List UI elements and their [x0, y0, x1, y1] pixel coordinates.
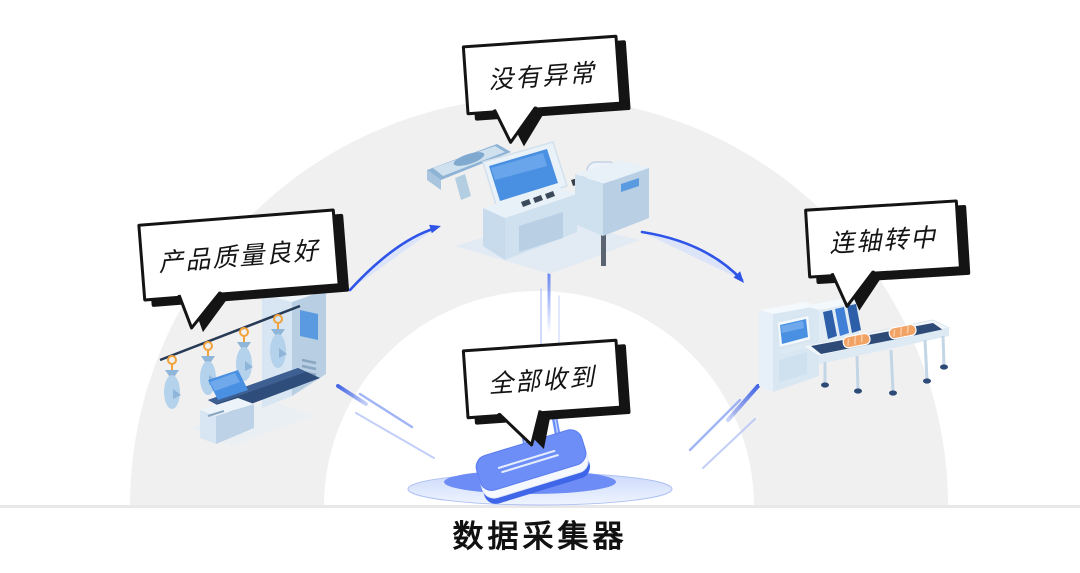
speech-bubble-tail: [830, 269, 886, 311]
left-signal-streaks: [336, 384, 435, 459]
page-title: 数据采集器: [452, 519, 628, 554]
hanging-fish: [236, 327, 253, 381]
terminal-station: [200, 370, 254, 444]
conveyor-legs: [823, 335, 946, 393]
fish-hanging-line-machine: [159, 282, 326, 446]
speech-bubble-right: 连轴转中: [804, 199, 962, 311]
left-curved-arrow: [348, 224, 441, 292]
output-slot: [621, 178, 639, 192]
salmon-piece: [842, 332, 871, 349]
speech-bubble-tail: [492, 105, 548, 147]
router-body: [475, 429, 591, 504]
right-signal-streaks: [688, 384, 760, 469]
speech-bubble-tail: [497, 409, 552, 450]
fish-processing-machine: [427, 141, 649, 274]
speech-bubble-right-text: 连轴转中: [828, 223, 938, 259]
fish-on-ramp: [453, 152, 485, 166]
speech-bubble-center: 全部收到: [461, 338, 623, 450]
baseline-divider: [0, 505, 1080, 508]
hanging-fish: [164, 355, 181, 409]
hanging-fish: [270, 314, 287, 368]
output-box: [575, 160, 649, 236]
conveyor-feet: [821, 364, 948, 396]
inspection-cabinet: [759, 302, 819, 392]
console-body: [483, 186, 577, 260]
speech-bubble-tail: [177, 290, 232, 333]
feed-ramp: [427, 144, 511, 200]
speech-bubble-left-text: 产品质量良好: [157, 236, 322, 278]
cabinet-panel: [300, 310, 318, 340]
speech-bubble-left: 产品质量良好: [137, 208, 341, 333]
front-panel: [519, 212, 563, 252]
dispenser-unit: [805, 298, 861, 344]
speech-bubble-top: 没有异常: [461, 34, 623, 147]
right-curved-arrow: [640, 230, 744, 283]
speech-bubble-top-text: 没有异常: [487, 59, 597, 95]
speech-bubble-center-text: 全部收到: [487, 363, 597, 399]
conveyor-belt: [801, 319, 951, 364]
salmon-piece: [888, 323, 917, 340]
conveyor-inspection-machine: [759, 298, 951, 396]
